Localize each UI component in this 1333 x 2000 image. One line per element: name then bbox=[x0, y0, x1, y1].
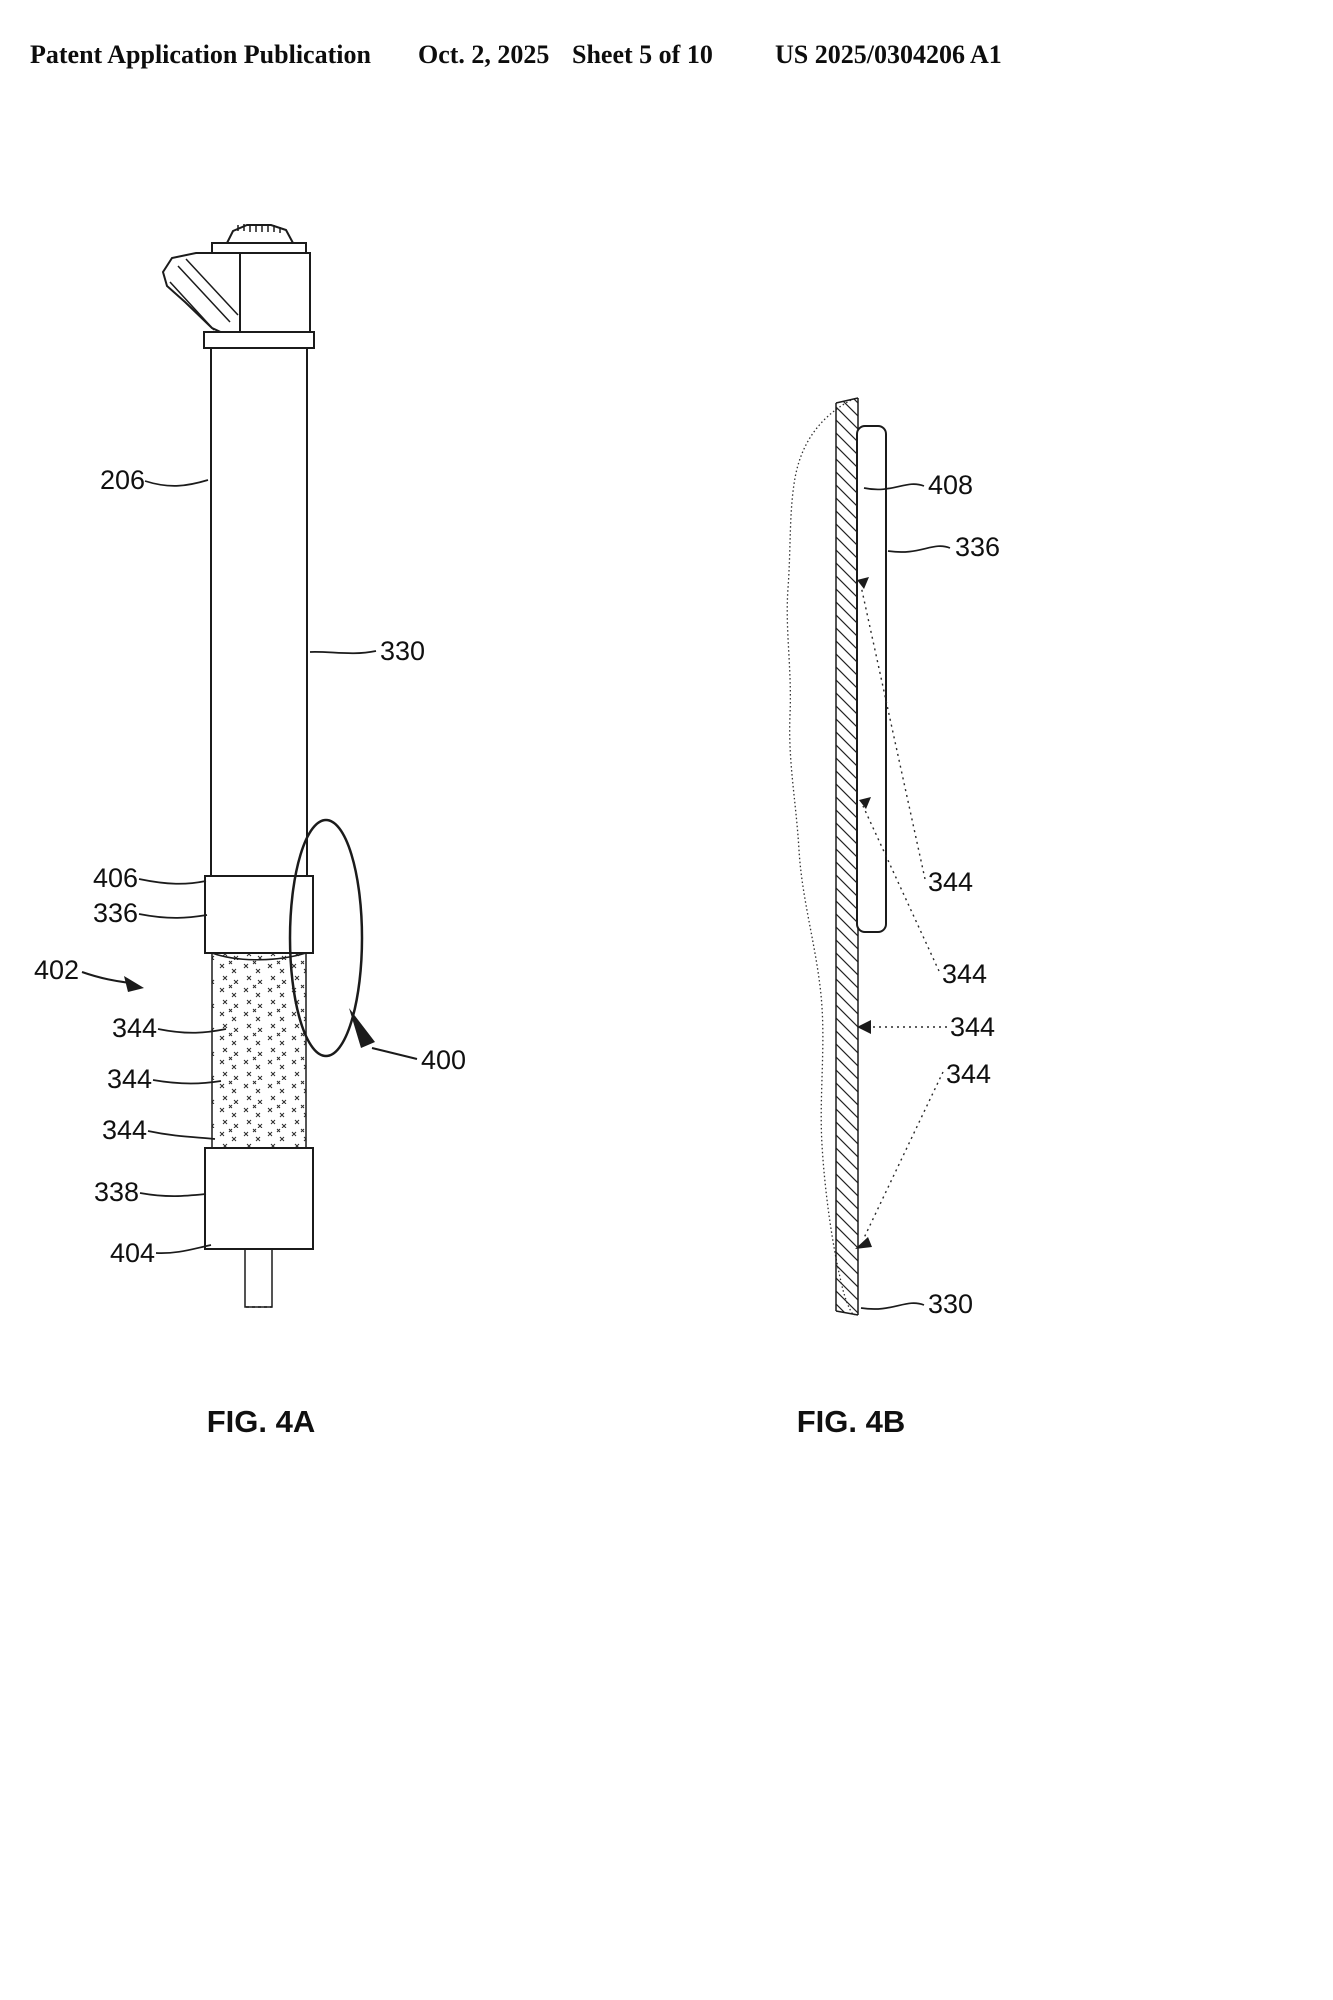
label-336b: 336 bbox=[955, 532, 1000, 562]
leader-336 bbox=[138, 913, 208, 919]
arrow-402 bbox=[81, 971, 144, 992]
label-330: 330 bbox=[380, 636, 425, 666]
fig4b-caption: FIG. 4B bbox=[797, 1404, 906, 1439]
label-344-3: 344 bbox=[102, 1115, 147, 1145]
label-344b-3: 344 bbox=[950, 1012, 995, 1042]
leader-344-4 bbox=[855, 1071, 944, 1249]
leader-404 bbox=[155, 1244, 212, 1254]
callout-ellipse-400 bbox=[288, 818, 364, 1058]
fig4b-drawing: 408 336 344 344 344 344 330 FIG. 4B bbox=[786, 397, 1000, 1439]
label-330b: 330 bbox=[928, 1289, 973, 1319]
header-date: Oct. 2, 2025 bbox=[418, 40, 550, 69]
hatched-wall bbox=[835, 397, 859, 1316]
label-338: 338 bbox=[94, 1177, 139, 1207]
label-344b-4: 344 bbox=[946, 1059, 991, 1089]
lower-collar-338 bbox=[204, 1147, 314, 1250]
leader-408 bbox=[863, 483, 925, 491]
seal-head-band bbox=[203, 331, 315, 349]
leader-344-2 bbox=[152, 1079, 222, 1085]
leader-344-3 bbox=[857, 1020, 947, 1034]
stippled-section bbox=[211, 952, 307, 1149]
leader-338 bbox=[139, 1192, 207, 1197]
label-400: 400 bbox=[421, 1045, 466, 1075]
header-number: US 2025/0304206 A1 bbox=[775, 40, 1002, 69]
leader-344-1 bbox=[157, 1028, 227, 1034]
leader-330 bbox=[860, 1302, 925, 1310]
upper-tube bbox=[210, 347, 308, 877]
label-344b-1: 344 bbox=[928, 867, 973, 897]
label-206: 206 bbox=[100, 465, 145, 495]
label-336: 336 bbox=[93, 898, 138, 928]
bottom-rod bbox=[244, 1248, 273, 1308]
label-344-2: 344 bbox=[107, 1064, 152, 1094]
arrow-400 bbox=[349, 1008, 418, 1060]
label-408: 408 bbox=[928, 470, 973, 500]
leader-206 bbox=[144, 479, 209, 487]
post-head bbox=[161, 252, 311, 342]
fig4a-caption: FIG. 4A bbox=[207, 1404, 316, 1439]
leader-406 bbox=[138, 878, 207, 885]
header-publication: Patent Application Publication bbox=[30, 40, 371, 69]
leader-344-2 bbox=[859, 797, 940, 972]
saddle-clamp bbox=[211, 224, 307, 254]
leader-344-3 bbox=[147, 1130, 216, 1140]
label-402: 402 bbox=[34, 955, 79, 985]
fig4a-drawing: 206 330 406 336 402 344 344 344 338 404 … bbox=[34, 224, 466, 1439]
collar-406 bbox=[204, 875, 314, 954]
leader-330 bbox=[309, 650, 377, 655]
leader-344-1 bbox=[857, 577, 926, 880]
header-sheet: Sheet 5 of 10 bbox=[572, 40, 713, 69]
label-404: 404 bbox=[110, 1238, 155, 1268]
label-344b-2: 344 bbox=[942, 959, 987, 989]
label-406: 406 bbox=[93, 863, 138, 893]
label-344-1: 344 bbox=[112, 1013, 157, 1043]
outer-surface-outline bbox=[786, 399, 855, 1317]
leader-336 bbox=[887, 545, 951, 553]
